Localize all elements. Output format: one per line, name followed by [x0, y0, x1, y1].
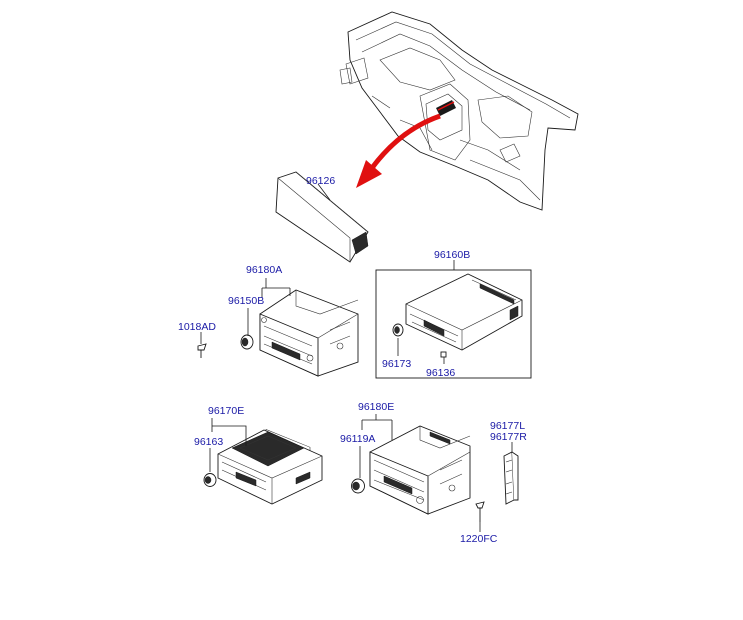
part-96163-knob [203, 473, 217, 487]
label-96126: 96126 [306, 175, 335, 187]
label-96150B: 96150B [228, 295, 264, 307]
part-1220FC-screw [475, 501, 485, 522]
part-96173-knob [392, 323, 404, 337]
label-96119A: 96119A [340, 433, 375, 445]
label-96160B: 96160B [434, 249, 470, 261]
part-96160B-cassette-radio [405, 273, 523, 351]
part-96177-brackets [503, 451, 519, 505]
label-96136: 96136 [426, 367, 455, 379]
part-96150B-knob [240, 334, 254, 350]
label-96177R: 96177R [490, 431, 527, 443]
part-96119A-knob [351, 478, 365, 494]
label-96170E: 96170E [208, 405, 244, 417]
label-96163: 96163 [194, 436, 223, 448]
part-96180E-radio [369, 425, 471, 515]
part-96160B-group-box [375, 269, 532, 379]
location-arrow [356, 113, 441, 188]
dashboard-illustration [339, 11, 579, 211]
part-96170E-radio [217, 429, 323, 505]
part-96180A-radio [259, 289, 359, 460]
label-96177L: 96177L [490, 420, 525, 432]
label-96173: 96173 [382, 358, 411, 370]
label-96180E: 96180E [358, 401, 394, 413]
part-1018AD-screw [197, 343, 207, 358]
label-96180A: 96180A [246, 264, 282, 276]
label-1220FC: 1220FC [460, 533, 498, 545]
label-1018AD: 1018AD [178, 321, 216, 333]
part-96126-cover [275, 171, 369, 263]
